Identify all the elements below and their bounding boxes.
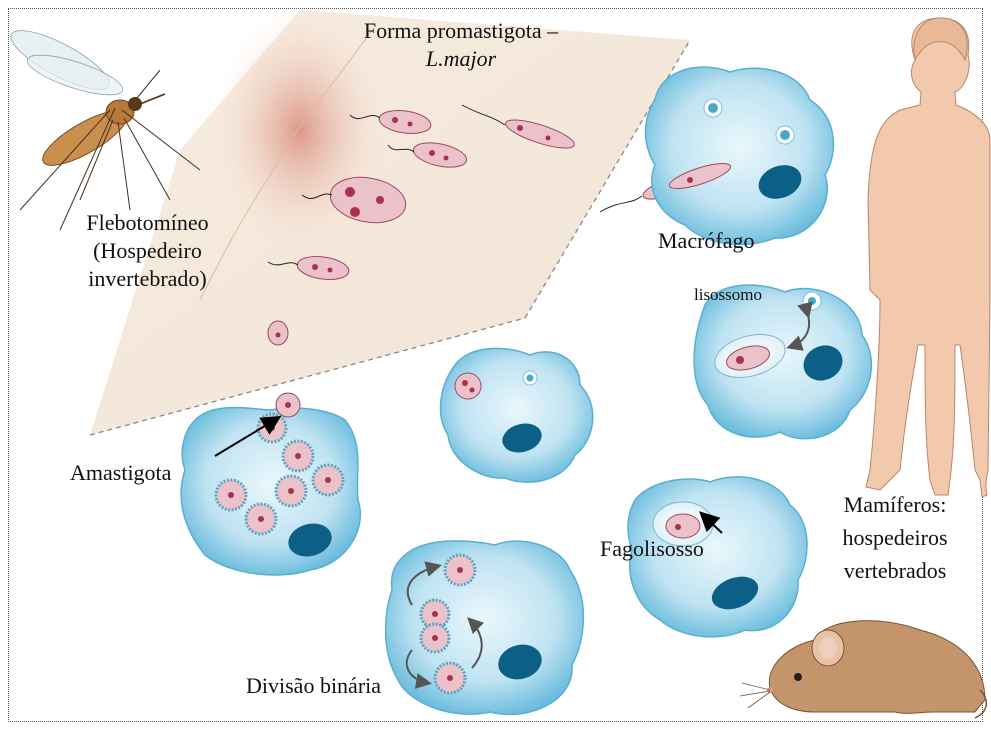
macrophage-binary-division [386,541,584,715]
sandfly-label-line3: invertebrado) [60,266,235,292]
macrophage-label: Macrófago [658,228,755,254]
lysosome-label: lisossomo [694,282,762,308]
macrophage-infected [441,348,593,482]
sandfly-label-line2: (Hospedeiro [60,238,235,264]
amastigote-label: Amastigota [70,460,171,486]
binary-division-label: Divisão binária [246,673,381,699]
macrophage-with-amastigotes [181,393,360,575]
mammals-label-line1: Mamíferos: [820,492,970,518]
promastigote-label-line1: Forma promastigota – [336,18,586,44]
macrophage-cell [646,67,834,244]
mouse-icon [740,621,986,718]
sandfly-label-line1: Flebotomíneo [60,210,235,236]
promastigote-label-line2: L.major [336,46,586,72]
human-figure-icon [866,18,990,497]
macrophage-with-lysosome [694,285,871,439]
phagolysosome-label: Fagolisosso [600,536,704,562]
mammals-label-line2: hospedeiros [820,525,970,551]
mammals-label-line3: vertebrados [820,558,970,584]
